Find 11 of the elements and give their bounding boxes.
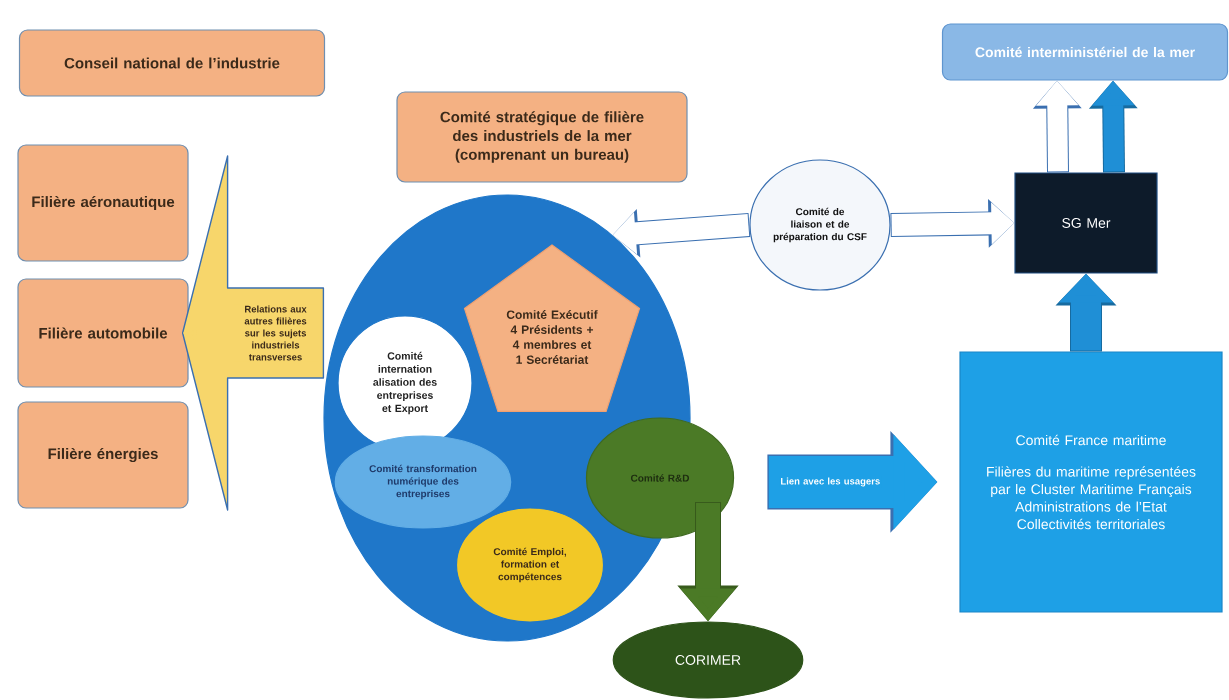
sector-box: Filière énergies <box>17 401 189 509</box>
sector-box: Filière aéronautique <box>17 144 189 262</box>
organization-box: Comité stratégique de filière des industriels de la mer (comprenant un bureau) <box>396 91 688 183</box>
edge-label: Lien avec les usagers <box>779 476 882 488</box>
sector-box: Filière automobile <box>17 278 189 388</box>
organization-box: Conseil national de l’industrie <box>18 29 326 97</box>
executive-pentagon: Comité Exécutif 4 Présidents + 4 membres et 1 Secrétariat <box>463 244 641 413</box>
organization-box: Comité France maritime Filières du maritime représentées par le Cluster Maritime Français Administrations de l’Etat Collectivités territoriales <box>959 351 1223 613</box>
organization-box: Comité interministériel de la mer <box>941 23 1229 81</box>
edge-label: Relations aux autres filières sur les sujets industriels transverses <box>233 304 318 362</box>
organization-box: SG Mer <box>1014 172 1158 274</box>
